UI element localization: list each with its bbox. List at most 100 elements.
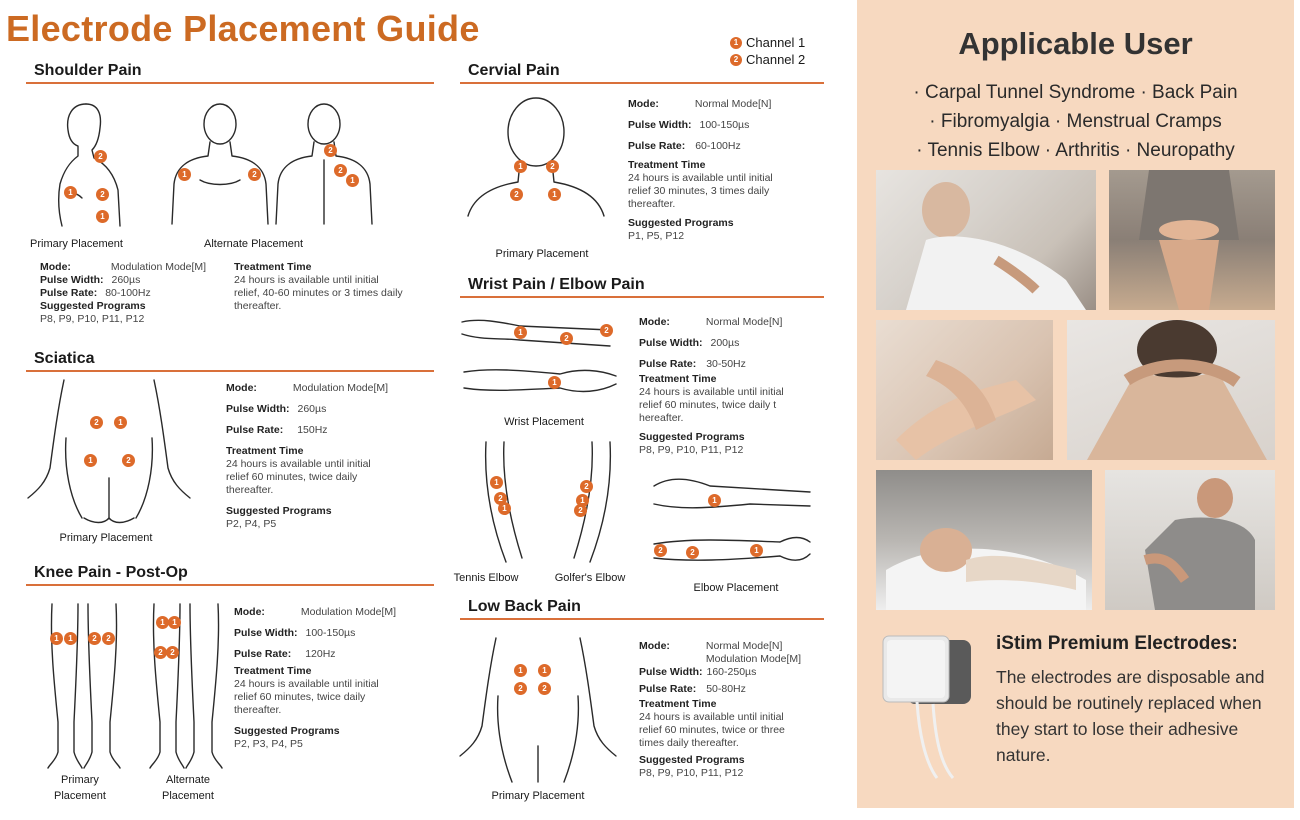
cervical-settings: Mode:Normal Mode[N] Pulse Width:100-150µ… [628, 98, 818, 243]
applicable-user-panel: Applicable User · Carpal Tunnel Syndrome… [857, 0, 1294, 808]
mode-label: Mode: [226, 382, 257, 394]
pulse-width-label: Pulse Width: [234, 627, 298, 639]
electrode-1: 1 [346, 174, 359, 187]
pulse-rate-value: 80-100Hz [105, 287, 151, 299]
cervical-caption: Primary Placement [495, 248, 589, 260]
mode-label: Mode: [628, 98, 659, 110]
pulse-rate-value: 120Hz [305, 648, 336, 660]
electrode-2: 2 [88, 632, 101, 645]
mode-value-2: Modulation Mode[M] [705, 653, 802, 665]
treatment-time-label: Treatment Time [639, 373, 717, 385]
mode-value: Modulation Mode[M] [292, 382, 389, 394]
programs-label: Suggested Programs [628, 217, 734, 229]
section-title: Shoulder Pain [26, 62, 434, 84]
electrodes-title: iStim Premium Electrodes: [996, 633, 1238, 654]
electrode-2: 2 [494, 492, 507, 505]
cervical-section: Cervial Pain [460, 62, 824, 84]
electrode-2: 2 [546, 160, 559, 173]
electrode-1: 1 [168, 616, 181, 629]
knee-alternate-caption: Alternate Placement [148, 772, 228, 804]
conditions-line: · Tennis Elbow · Arthritis · Neuropathy [916, 140, 1235, 161]
electrode-1: 1 [576, 494, 589, 507]
knee-primary-figure: 1 1 2 2 [44, 602, 124, 770]
treatment-time-label: Treatment Time [226, 445, 304, 457]
pulse-rate-label: Pulse Rate: [234, 648, 292, 660]
shoulder-back-figure: 2 2 1 [274, 100, 374, 228]
treatment-time-label: Treatment Time [628, 159, 706, 171]
programs-value: P2, P4, P5 [226, 518, 277, 530]
back-pain-photo [876, 170, 1096, 310]
mode-label: Mode: [639, 640, 670, 652]
treatment-time-value: 24 hours is available until initial reli… [234, 678, 379, 716]
channel-2-badge: 2 [730, 53, 742, 66]
programs-value: P8, P9, P10, P11, P12 [639, 444, 744, 456]
channel-legend: 1 Channel 1 2 Channel 2 [730, 34, 805, 68]
pulse-rate-label: Pulse Rate: [226, 424, 284, 436]
pulse-rate-label: Pulse Rate: [628, 140, 686, 152]
caption-line: Primary [61, 774, 99, 786]
electrode-1: 1 [50, 632, 63, 645]
electrode-1: 1 [96, 210, 109, 223]
electrode-2: 2 [514, 682, 527, 695]
knee-section: Knee Pain - Post-Op [26, 564, 434, 586]
section-title: Sciatica [26, 350, 434, 372]
knee-pain-photo [1109, 170, 1275, 310]
mode-value: Normal Mode[N] [705, 316, 783, 328]
electrode-1: 1 [514, 326, 527, 339]
shoulder-primary-caption: Primary Placement [30, 238, 123, 250]
programs-value: P8, P9, P10, P11, P12 [639, 767, 744, 779]
electrode-1: 1 [64, 186, 77, 199]
page-title: Electrode Placement Guide [6, 8, 480, 49]
pulse-width-value: 100-150µs [305, 627, 356, 639]
sciatica-caption: Primary Placement [59, 532, 153, 544]
electrode-1: 1 [548, 188, 561, 201]
conditions-line: · Fibromyalgia · Menstrual Cramps [929, 111, 1222, 132]
shoulder-settings: Mode:Modulation Mode[M] Pulse Width:260µ… [40, 261, 240, 326]
electrode-1: 1 [490, 476, 503, 489]
pulse-rate-label: Pulse Rate: [40, 287, 98, 299]
treatment-time-label: Treatment Time [234, 261, 312, 273]
cervical-figure: 1 2 2 1 [464, 96, 608, 220]
electrode-2: 2 [600, 324, 613, 337]
mode-label: Mode: [639, 316, 670, 328]
pulse-rate-label: Pulse Rate: [639, 358, 697, 370]
electrode-2: 2 [166, 646, 179, 659]
electrode-1: 1 [750, 544, 763, 557]
sciatica-settings: Mode:Modulation Mode[M] Pulse Width:260µ… [226, 382, 426, 531]
electrode-1: 1 [114, 416, 127, 429]
electrode-2: 2 [510, 188, 523, 201]
caption-line: Placement [54, 790, 106, 802]
lowback-figure: 1 1 2 2 [456, 636, 620, 786]
pulse-rate-value: 30-50Hz [706, 358, 746, 370]
electrode-2: 2 [580, 480, 593, 493]
programs-label: Suggested Programs [234, 725, 340, 737]
electrode-1: 1 [84, 454, 97, 467]
electrode-2: 2 [122, 454, 135, 467]
treatment-time-label: Treatment Time [234, 665, 312, 677]
shoulder-section: Shoulder Pain [26, 62, 434, 84]
wrist-figure: 1 2 2 1 [460, 308, 620, 408]
electrode-2: 2 [560, 332, 573, 345]
programs-label: Suggested Programs [639, 754, 745, 766]
wrist-caption: Wrist Placement [504, 416, 584, 428]
treatment-time-value: 24 hours is available until initial reli… [639, 711, 785, 749]
lowback-caption: Primary Placement [491, 790, 585, 802]
electrode-1: 1 [538, 664, 551, 677]
elbow-placement-caption: Elbow Placement [693, 582, 779, 594]
electrode-1: 1 [514, 664, 527, 677]
applicable-user-title: Applicable User [958, 26, 1193, 61]
treatment-time-value: 24 hours is available until initial reli… [234, 274, 403, 312]
wrist-settings: Mode:Normal Mode[N] Pulse Width:200µs Pu… [639, 316, 829, 457]
electrode-1: 1 [708, 494, 721, 507]
back-stretch-photo [1105, 470, 1275, 610]
tennis-elbow-figure: 1 2 1 [470, 440, 530, 564]
programs-value: P2, P3, P4, P5 [234, 738, 303, 750]
mode-value: Modulation Mode[M] [110, 261, 207, 273]
lowback-settings: Mode:Normal Mode[N] Mode:Modulation Mode… [639, 640, 829, 780]
treatment-time-label: Treatment Time [639, 698, 717, 710]
pulse-width-value: 200µs [710, 337, 740, 349]
wrist-pain-photo [876, 320, 1053, 460]
section-title: Knee Pain - Post-Op [26, 564, 434, 586]
knee-alternate-figure: 1 1 2 2 [146, 602, 226, 770]
shoulder-front-figure: 1 2 [170, 100, 270, 228]
